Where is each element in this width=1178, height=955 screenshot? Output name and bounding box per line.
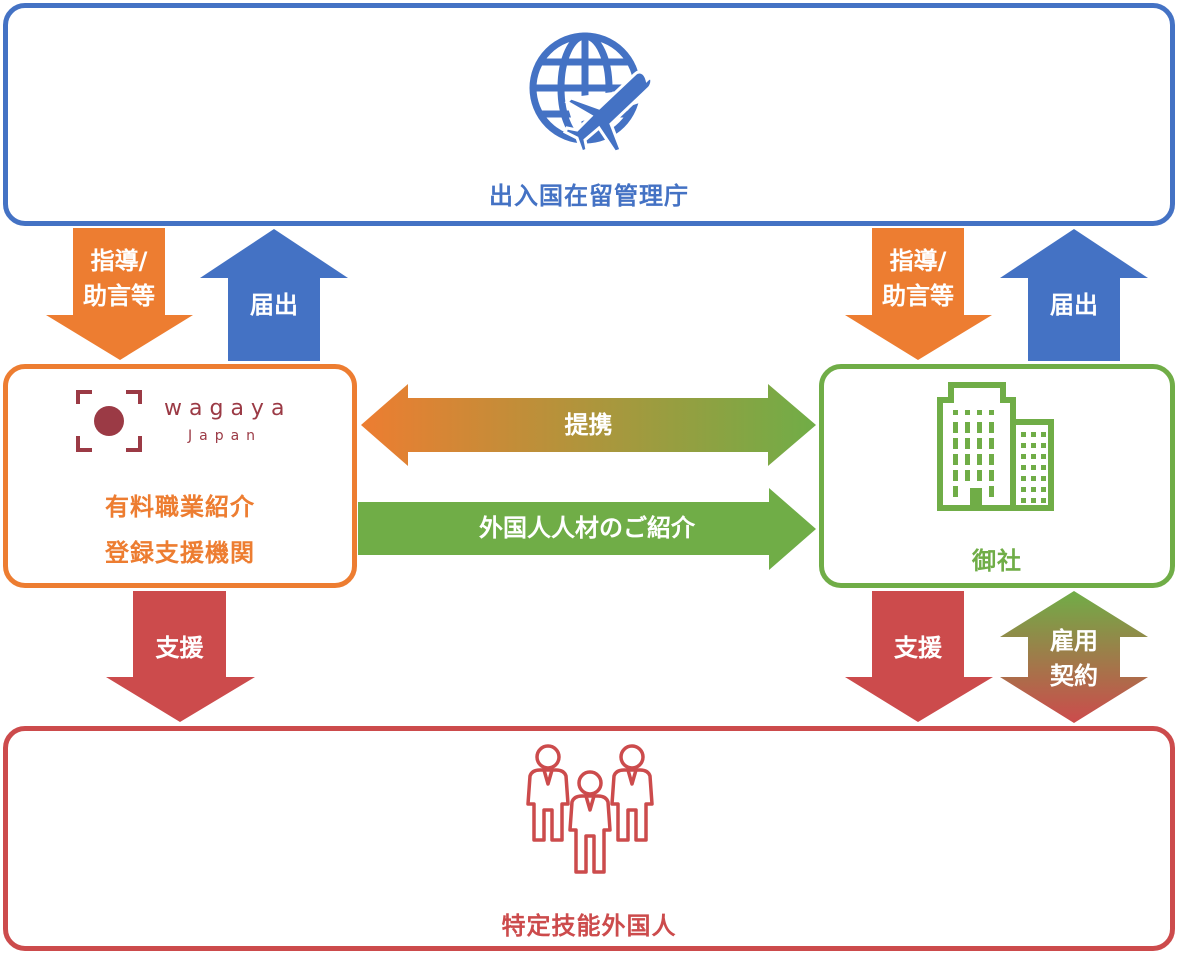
wagaya-logo-icon — [76, 390, 142, 452]
building-window — [989, 454, 994, 465]
report-label-right: 届出 — [1050, 291, 1098, 319]
wagaya-role-line2: 登録支援機関 — [105, 539, 255, 567]
foreign-workers-box — [3, 726, 1175, 951]
guidance-label-right: 指導/ 助言等 — [872, 244, 964, 314]
building-window — [977, 410, 982, 415]
building-window — [953, 438, 958, 449]
building-window — [1021, 454, 1026, 459]
building-window — [965, 410, 970, 415]
globe-airplane-icon — [529, 32, 654, 154]
partnership-arrow — [361, 384, 816, 466]
building-window — [977, 454, 982, 465]
business-people-icon — [526, 744, 654, 874]
building-window — [977, 438, 982, 449]
support-label-right: 支援 — [894, 634, 942, 662]
guidance-arrow-right — [845, 228, 992, 360]
building-window — [989, 438, 994, 449]
building-window — [953, 470, 958, 481]
building-window — [965, 470, 970, 481]
introduction-label: 外国人人材のご紹介 — [479, 514, 695, 542]
building-window — [1031, 498, 1036, 503]
building-window — [1041, 498, 1046, 503]
guidance-label-right-line2: 助言等 — [882, 282, 954, 310]
building-window — [1021, 465, 1026, 470]
report-label-left: 届出 — [250, 291, 298, 319]
guidance-arrow-left — [46, 228, 193, 360]
employment-contract-label-line1: 雇用 — [1050, 627, 1098, 655]
support-label-left: 支援 — [155, 634, 204, 662]
building-window — [1041, 487, 1046, 492]
support-arrow-right — [845, 591, 993, 722]
building-window — [953, 422, 958, 433]
building-window — [1021, 476, 1026, 481]
building-window — [1021, 443, 1026, 448]
guidance-label-right-line1: 指導/ — [889, 247, 947, 275]
wagaya-role-line1: 有料職業紹介 — [105, 493, 255, 521]
guidance-label-left-line2: 助言等 — [83, 282, 155, 310]
building-window — [1041, 476, 1046, 481]
building-window — [1041, 443, 1046, 448]
building-window — [1041, 454, 1046, 459]
building-window — [989, 410, 994, 415]
building-window — [1031, 465, 1036, 470]
building-window — [965, 422, 970, 433]
building-window — [953, 454, 958, 465]
building-window — [1031, 476, 1036, 481]
immigration-agency-label: 出入国在留管理庁 — [489, 182, 689, 210]
building-window — [977, 422, 982, 433]
employment-contract-arrow — [1000, 591, 1148, 723]
guidance-label-left: 指導/ 助言等 — [73, 244, 165, 314]
support-arrow-left — [106, 591, 255, 722]
report-arrow-right — [1000, 229, 1148, 361]
building-window — [1031, 432, 1036, 437]
office-buildings-icon — [937, 382, 1054, 511]
building-window — [989, 470, 994, 481]
building-window — [1021, 498, 1026, 503]
wagaya-logo-word: wagaya — [164, 396, 292, 421]
foreign-workers-label: 特定技能外国人 — [501, 912, 677, 940]
report-arrow-left — [200, 229, 348, 361]
building-window — [989, 422, 994, 433]
employment-contract-label: 雇用 契約 — [1028, 624, 1120, 694]
building-window — [965, 454, 970, 465]
wagaya-logo-sub: Japan — [188, 428, 263, 444]
building-window — [1021, 432, 1026, 437]
building-window — [989, 486, 994, 497]
building-window — [977, 470, 982, 481]
client-company-box — [819, 364, 1175, 588]
building-window — [965, 438, 970, 449]
building-window — [1041, 432, 1046, 437]
wagaya-box — [3, 364, 357, 588]
building-window — [953, 410, 958, 415]
building-window — [1031, 454, 1036, 459]
building-window — [1031, 487, 1036, 492]
client-company-label: 御社 — [972, 547, 1022, 575]
employment-contract-label-line2: 契約 — [1050, 662, 1098, 690]
building-window — [1041, 465, 1046, 470]
building-window — [953, 486, 958, 497]
building-window — [1021, 487, 1026, 492]
building-window — [1031, 443, 1036, 448]
introduction-arrow — [358, 488, 816, 570]
guidance-label-left-line1: 指導/ — [90, 247, 148, 275]
partnership-label: 提携 — [564, 411, 613, 439]
